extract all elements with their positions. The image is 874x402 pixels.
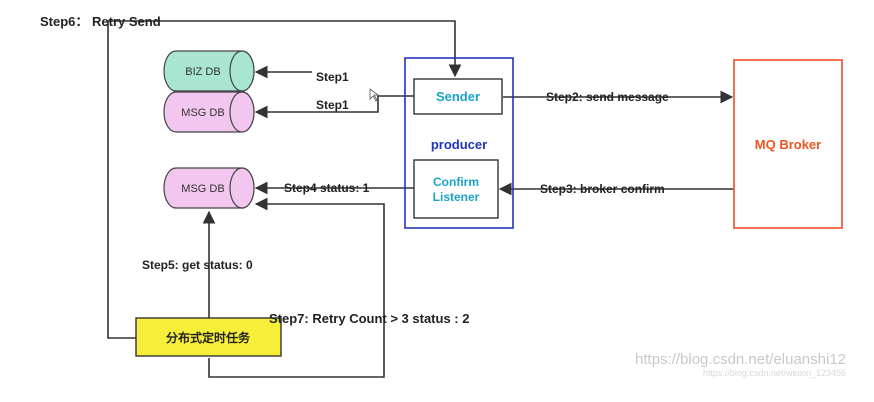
msg-db-bottom-label: MSG DB (181, 183, 224, 195)
sender-label: Sender (436, 89, 480, 104)
step4-label: Step4 status: 1 (284, 181, 370, 195)
msg-db-top-label: MSG DB (181, 107, 224, 119)
biz-db-label: BIZ DB (185, 66, 220, 78)
confirm-listener-label-line2: Listener (433, 190, 480, 204)
step1-biz-label: Step1 (316, 70, 349, 84)
mouse-pointer-icon (369, 88, 380, 102)
step3-label: Step3: broker confirm (540, 182, 665, 196)
step6-retry-send-arrow (107, 20, 462, 339)
msg-db-bottom-cylinder: MSG DB (163, 167, 255, 209)
distributed-scheduler-label: 分布式定时任务 (166, 330, 251, 345)
confirm-listener-label-line1: Confirm (433, 175, 479, 189)
step1-msg-arrow (254, 95, 414, 119)
mq-broker-label: MQ Broker (755, 137, 821, 152)
step1-msg-label: Step1 (316, 98, 349, 112)
step5-label: Step5: get status: 0 (142, 258, 253, 272)
biz-db-cylinder: BIZ DB (163, 50, 255, 92)
confirm-listener-box (413, 159, 499, 219)
mq-broker-box (733, 59, 843, 229)
step7-retry-count-arrow (208, 197, 385, 378)
step7-label: Step7: Retry Count > 3 status : 2 (269, 311, 469, 326)
producer-container (404, 57, 514, 229)
producer-label: producer (431, 137, 487, 152)
sender-box (413, 78, 503, 115)
step2-label: Step2: send message (546, 90, 669, 104)
watermark-line2: https://blog.csdn.net/weixin_123456 (703, 368, 846, 378)
msg-db-top-cylinder: MSG DB (163, 91, 255, 133)
distributed-scheduler-box (135, 317, 282, 357)
watermark-line1: https://blog.csdn.net/eluanshi12 (635, 351, 846, 368)
step6-label: Step6： Retry Send (40, 14, 161, 29)
